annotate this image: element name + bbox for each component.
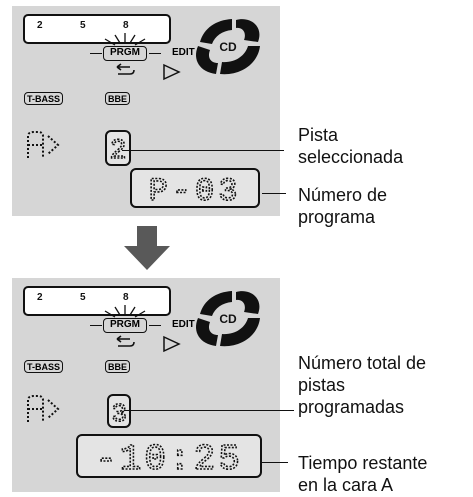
down-arrow-icon [124, 226, 170, 270]
tbass-indicator: T-BASS [24, 92, 64, 105]
edit-indicator: EDIT [172, 319, 195, 330]
track-number: 2 [37, 292, 43, 303]
annotation-line: programadas [298, 397, 405, 417]
prgm-indicator: PRGM [103, 46, 147, 61]
total-tracks-display: 3 [107, 394, 131, 430]
flash-rays-icon [104, 33, 146, 46]
cd-disc-icon: CD [196, 19, 260, 75]
leader-line-program-number [262, 193, 286, 194]
leader-line-remaining-time [262, 462, 288, 463]
remaining-time-display: -10:25 [76, 434, 262, 481]
annotation-total-programmed: Número total de pistas programadas [298, 352, 426, 418]
bbe-indicator: BBE [105, 360, 131, 373]
annotation-line: en la cara A [298, 475, 394, 495]
annotation-selected-track: Pista seleccionada [298, 124, 403, 168]
edit-indicator: EDIT [172, 47, 195, 58]
digit-glyph: 2 [109, 135, 127, 168]
cd-label: CD [219, 40, 237, 54]
track-number: 5 [80, 292, 86, 303]
annotation-line: seleccionada [298, 147, 404, 167]
leader-line-total-programmed [124, 410, 294, 411]
track-number-box: 2 5 8 [23, 14, 171, 44]
annotation-line: Pista [298, 125, 339, 145]
track-number-box: 2 5 8 [23, 286, 171, 316]
repeat-icon [116, 335, 135, 347]
segment-glyphs: P-03 [148, 172, 238, 211]
flash-rays-icon [104, 305, 146, 318]
prgm-dash-right [149, 325, 161, 326]
prgm-indicator: PRGM [103, 318, 147, 333]
annotation-line: Tiempo restante [298, 453, 428, 473]
prgm-dash-left [90, 53, 102, 54]
annotation-line: pistas [298, 375, 346, 395]
bbe-indicator: BBE [105, 92, 131, 105]
track-number: 2 [37, 20, 43, 31]
tbass-indicator: T-BASS [24, 360, 64, 373]
annotation-program-number: Número de programa [298, 184, 387, 228]
play-icon [163, 63, 181, 81]
prgm-dash-left [90, 325, 102, 326]
digit-glyph: 3 [110, 398, 127, 430]
display-panel-top: 2 5 8 PRGM EDIT CD T-BASS BBE [12, 6, 280, 216]
cd-label: CD [219, 312, 237, 326]
track-number: 8 [123, 292, 129, 303]
annotation-line: Número total de [298, 353, 427, 373]
display-panel-bottom: 2 5 8 PRGM EDIT CD T-BASS BBE [12, 278, 280, 492]
program-number-display: P-03 [130, 168, 260, 211]
prgm-dash-right [149, 53, 161, 54]
program-number-text: P-03 [149, 173, 242, 210]
track-number: 5 [80, 20, 86, 31]
remaining-time-text: -10:25 [95, 439, 243, 480]
annotation-remaining-time: Tiempo restante en la cara A [298, 452, 427, 496]
program-digit-display: 2 [105, 130, 131, 168]
total-digit: 3 [111, 399, 127, 429]
segment-glyphs: -10:25 [94, 438, 240, 481]
annotation-line: programa [298, 207, 376, 227]
side-a-indicator-icon [27, 131, 60, 158]
program-digit: 2 [110, 136, 127, 167]
leader-line-selected-track [122, 150, 284, 151]
cd-disc-icon: CD [196, 291, 260, 347]
side-a-indicator-icon [27, 395, 60, 422]
annotation-line: Número de [298, 185, 388, 205]
repeat-icon [116, 63, 135, 75]
play-icon [163, 335, 181, 353]
track-number: 8 [123, 20, 129, 31]
